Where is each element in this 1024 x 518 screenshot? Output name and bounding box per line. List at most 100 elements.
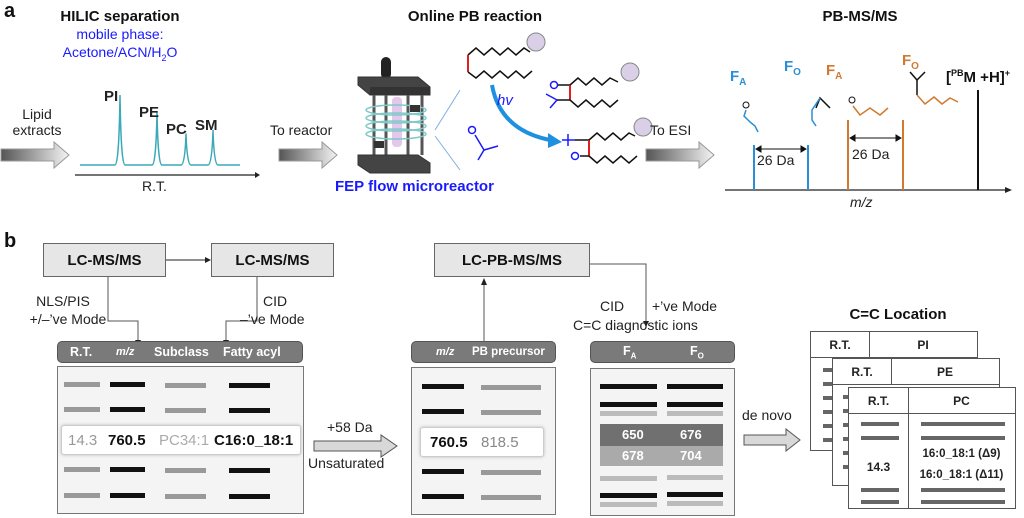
card-pi-class-header: PI (917, 338, 929, 352)
hilic-title: HILIC separation (60, 8, 180, 25)
card-pc-rt-value: 14.3 (866, 460, 891, 474)
mobile-phase-value: Acetone/ACN/H2O (45, 44, 195, 63)
fep-coil (365, 104, 427, 140)
table1-col-mz: m/z (116, 346, 135, 358)
fo-value-2: 704 (680, 448, 702, 463)
to-esi-arrow (645, 140, 715, 170)
gap-arrow-orange (849, 134, 902, 142)
acetone-molecule (467, 125, 499, 161)
nls-pis-mode: +/–’ve Mode (29, 311, 107, 327)
cc-location-entry-2: 16:0_18:1 (Δ11) (919, 469, 1004, 481)
panel-b-label: b (4, 230, 17, 252)
mz-value-2: 760.5 (430, 433, 468, 451)
ms-spectrum (725, 71, 1012, 193)
mz-value: 760.5 (108, 431, 146, 449)
location-card-pc[interactable]: R.T. PC 14.3 16:0_18:1 (Δ9) 16:0_18:1 (Δ… (848, 387, 1016, 509)
table3-col-fo: FO (690, 343, 704, 361)
peak-label-pc: PC (166, 121, 187, 138)
plus-58-da-label: +58 Da (327, 419, 373, 435)
fa-value-1: 650 (622, 427, 644, 442)
pb-precursor-value: 818.5 (481, 433, 519, 451)
pb-reaction-scheme (434, 32, 653, 171)
cid-label-2: CID (600, 298, 625, 314)
fragment-orange-fa-structure (852, 105, 889, 117)
fatty-acyl-value: C16:0_18:1 (214, 431, 294, 449)
gap-arrow-blue (755, 145, 807, 153)
table3-col-fa: FA (623, 343, 637, 361)
reactor-knob (381, 57, 391, 79)
uv-lamp (392, 97, 402, 147)
lipid-label-1: Lipid (22, 106, 52, 122)
card-pi-rt-header: R.T. (829, 338, 851, 352)
to-reactor-arrow (278, 140, 338, 170)
mobile-phase-sub: 2 (161, 52, 167, 63)
rt-axis-arrowhead (255, 172, 260, 178)
zoom-line-lower (434, 135, 461, 171)
product-oxetane-upper (545, 62, 640, 109)
unsaturated-label: Unsaturated (308, 455, 385, 471)
panel-a-label: a (4, 0, 16, 22)
reaction-title: Online PB reaction (407, 8, 543, 25)
label-orange-fa: FA (826, 62, 843, 82)
de-novo-label: de novo (742, 407, 792, 423)
fa-fo-row-light: 678 704 (600, 446, 723, 466)
precursor-label: [PBM +H]+ (946, 68, 1011, 86)
to-esi-label: To ESI (650, 122, 692, 138)
mobile-phase-end: O (166, 44, 178, 60)
card-pe-class-header: PE (936, 365, 953, 379)
table1-col-subclass: Subclass (154, 345, 209, 359)
headgroup-circle (526, 32, 546, 52)
table2-header: m/z PB precursor (411, 341, 556, 363)
card-pc-rt-header: R.T. (867, 394, 890, 408)
label-blue-fo: FO (784, 58, 801, 78)
cc-location-entry-1: 16:0_18:1 (Δ9) (922, 448, 1001, 460)
cid-mode-2: +’ve Mode (652, 298, 717, 314)
fo-value-1: 676 (680, 427, 702, 442)
fa-fo-row-dark: 650 676 (600, 424, 723, 446)
table2-highlight-row[interactable]: 760.5 818.5 (420, 427, 544, 457)
chromatogram-trace (80, 94, 240, 166)
peak-label-pe: PE (139, 104, 160, 121)
mobile-phase-label: mobile phase: (76, 26, 164, 42)
cid-label-1: CID (263, 293, 288, 309)
rt-axis-label: R.T. (142, 178, 167, 194)
table3-body: 650 676 678 704 (590, 368, 735, 516)
nls-pis-label: NLS/PIS (36, 293, 90, 309)
reactant-chain-lower (467, 70, 533, 79)
fragment-orange-fo-structure (909, 71, 926, 82)
table3-header: FA FO (590, 341, 735, 363)
fragment-blue-fa-structure (743, 109, 759, 133)
gap-label-orange: 26 Da (852, 146, 890, 162)
lipid-arrow (0, 140, 70, 170)
fa-value-2: 678 (622, 448, 644, 463)
card-pe-rt-header: R.T. (851, 365, 873, 379)
peak-label-sm: SM (195, 117, 218, 134)
lc-msms-box-1: LC-MS/MS (43, 243, 166, 277)
hv-arrow (490, 84, 551, 142)
mobile-phase-text: Acetone/ACN/H (62, 44, 162, 60)
table1-header: R.T. m/z Subclass Fatty acyl (57, 341, 303, 363)
subclass-value: PC34:1 (159, 431, 210, 449)
card-pc-class-header: PC (953, 394, 970, 408)
lc-msms-box-2: LC-MS/MS (211, 243, 334, 277)
lc-pb-msms-box: LC-PB-MS/MS (434, 243, 590, 277)
hv-label: hv (497, 92, 513, 109)
table1-col-rt: R.T. (70, 345, 93, 359)
reactor-caption: FEP flow microreactor (335, 178, 494, 195)
reactant-chain-upper (467, 47, 531, 56)
cid-mode-1: –’ve Mode (240, 311, 305, 327)
mz-axis-label: m/z (850, 194, 873, 210)
ms-title: PB-MS/MS (822, 8, 898, 25)
flow-microreactor (357, 57, 431, 174)
zoom-line-upper (434, 89, 461, 131)
lipid-label-2: extracts (12, 122, 62, 138)
label-orange-fo: FO (902, 52, 919, 72)
table1-col-fatty-acyl: Fatty acyl (223, 345, 281, 359)
chromatogram (75, 94, 260, 178)
cc-location-title: C=C Location (849, 306, 947, 323)
peak-label-pi: PI (104, 88, 119, 105)
table1-highlight-row[interactable]: 14.3 760.5 PC34:1 C16:0_18:1 (61, 425, 301, 455)
rt-value: 14.3 (68, 431, 98, 449)
unsaturated-arrow (313, 434, 398, 458)
to-reactor-label: To reactor (270, 122, 333, 138)
